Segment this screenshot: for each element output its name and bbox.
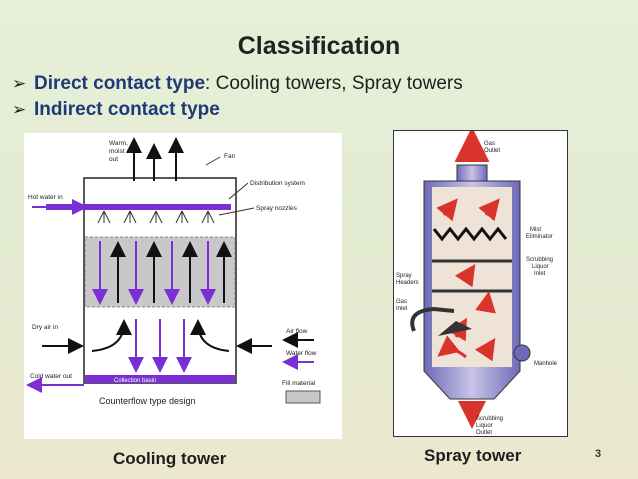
bullet-direct-contact: ➢ Direct contact type: Cooling towers, Sp… [12,73,463,95]
distribution-pipe [46,204,231,210]
label-spray-h-2: Headers [396,280,419,286]
label-gas-in-2: Inlet [396,306,408,312]
bullet-direct-bold: Direct contact type [34,73,206,94]
label-gas-in-1: Gas [396,299,407,305]
label-distribution: Distribution system [250,180,305,187]
label-scrub-out-3: Outlet [476,430,492,436]
label-scrub-in-1: Scrubbing [526,257,553,263]
label-hot-water-in: Hot water in [28,194,63,201]
label-manhole: Manhole [534,361,558,367]
label-warm-3: out [109,156,118,163]
label-scrub-in-3: Inlet [534,271,546,277]
label-gas-outlet-2: Outlet [484,148,500,154]
bullet-arrow-icon: ➢ [12,74,27,93]
label-warm-2: moist air [109,148,134,155]
label-scrub-out-2: Liquor [476,423,493,429]
label-fill-material: Fill material [282,380,316,387]
spray-nozzles [97,210,215,224]
label-mist-1: Mist [530,227,541,233]
label-counterflow: Counterflow type design [99,396,196,406]
page-number: 3 [595,448,602,460]
collection-basin [85,375,235,383]
label-fan: Fan [224,153,236,160]
caption-spray-tower: Spray tower [424,446,522,465]
label-warm-1: Warm, [109,140,128,147]
cooling-tower-diagram: Warm, moist air out Fan Distribution sys… [24,133,342,439]
label-cold-water-out: Cold water out [30,373,72,380]
spray-tower-diagram: Gas Outlet Mist Eliminator Scrubbing Liq… [393,127,568,437]
caption-cooling-tower: Cooling tower [113,449,227,468]
label-collection-basin: Collection basin [114,378,156,384]
label-spray-h-1: Spray [396,273,412,279]
slide-title: Classification [237,32,401,60]
bullet-direct-rest: : Cooling towers, Spray towers [205,73,463,94]
label-air-flow: Air flow [286,328,308,335]
label-dry-air-in: Dry air in [32,324,58,331]
label-mist-2: Eliminator [526,234,553,240]
bullet-indirect-contact: ➢ Indirect contact type [12,99,220,121]
label-scrub-in-2: Liquor [532,264,549,270]
label-scrub-out-1: Scrubbing [476,416,503,422]
bullet-arrow-icon: ➢ [12,100,27,119]
bullet-indirect-bold: Indirect contact type [34,99,220,120]
fill-material [84,236,236,308]
label-gas-outlet-1: Gas [484,141,495,147]
label-spray-nozzles: Spray nozzles [256,205,298,212]
label-water-flow: Water flow [286,350,317,357]
